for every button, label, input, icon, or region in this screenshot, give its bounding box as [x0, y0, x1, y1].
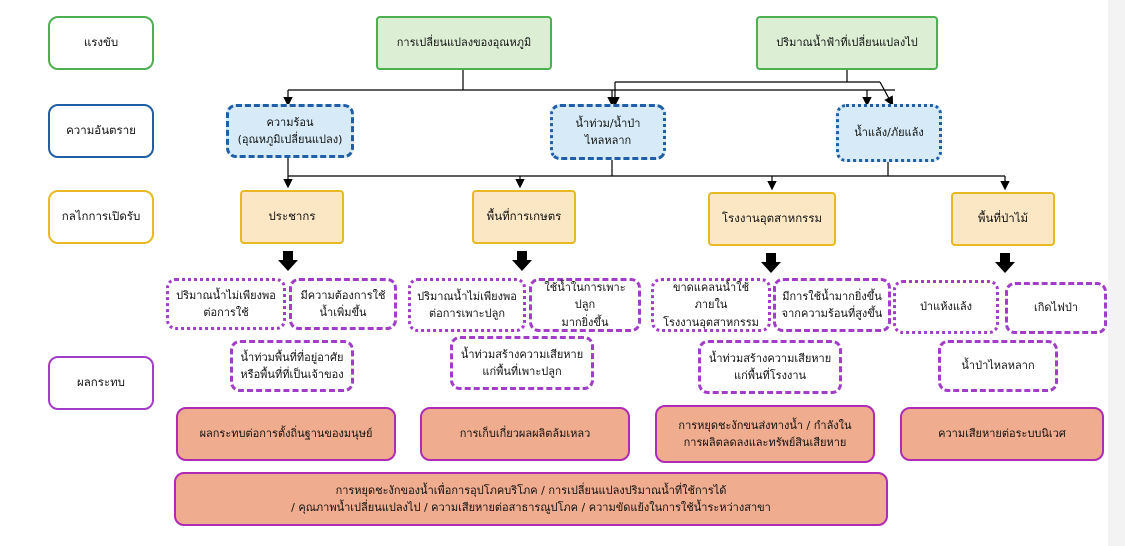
impact-ecosystem: ความเสียหายต่อระบบนิเวศ: [900, 407, 1104, 461]
driver-rainfall: ปริมาณน้ำฟ้าที่เปลี่ยนแปลงไป: [756, 16, 938, 70]
effect-forest-drought: ป่าแห้งแล้ง: [893, 280, 999, 334]
effect-agr-shortage: ปริมาณน้ำไม่เพียงพอต่อการเพาะปลูก: [408, 278, 526, 332]
effect-forest-flashflood: น้ำป่าไหลหลาก: [938, 340, 1058, 392]
row-label-exposure: กลไกการเปิดรับ: [48, 190, 154, 244]
impact-harvest: การเก็บเกี่ยวผลผลิตล้มเหลว: [420, 407, 630, 461]
row-label-impact: ผลกระทบ: [48, 356, 154, 410]
effect-forest-fire: เกิดไฟป่า: [1005, 282, 1107, 334]
impact-water-banner: การหยุดชะงักของน้ำเพื่อการอุปโภคบริโภค /…: [174, 472, 888, 526]
effect-pop-flood: น้ำท่วมพื้นที่ที่อยู่อาศัยหรือพื้นที่ที่…: [230, 340, 354, 392]
row-label-driver: แรงขับ: [48, 16, 154, 70]
exposure-industry: โรงงานอุตสาหกรรม: [708, 192, 836, 246]
driver-temperature: การเปลี่ยนแปลงของอุณหภูมิ: [376, 16, 552, 70]
effect-agr-use: ใช้น้ำในการเพาะปลูกมากยิ่งขึ้น: [529, 278, 641, 332]
effect-ind-flood: น้ำท่วมสร้างความเสียหายแก่พื้นที่โรงงาน: [698, 340, 842, 394]
impact-settlement: ผลกระทบต่อการตั้งถิ่นฐานของมนุษย์: [176, 407, 396, 461]
rain-to-drought-line: [879, 81, 894, 107]
row-label-hazard: ความอันตราย: [48, 104, 154, 158]
effect-agr-flood: น้ำท่วมสร้างความเสียหายแก่พื้นที่เพาะปลู…: [450, 336, 594, 390]
exposure-forest: พื้นที่ป่าไม้: [951, 192, 1055, 246]
right-edge-strip: [1108, 0, 1125, 546]
hazard-heat: ความร้อน (อุณหภูมิเปลี่ยนแปลง): [226, 104, 354, 158]
exposure-agriculture: พื้นที่การเกษตร: [472, 190, 576, 244]
effect-ind-use: มีการใช้น้ำมากยิ่งขึ้นจากความร้อนที่สูงข…: [773, 278, 891, 332]
hazard-drought: น้ำแล้ง/ภัยแล้ง: [836, 104, 942, 162]
exposure-population: ประชากร: [240, 190, 344, 244]
effect-pop-shortage: ปริมาณน้ำไม่เพียงพอต่อการใช้: [166, 278, 286, 330]
hazard-flood: น้ำท่วม/น้ำป่า ไหลหลาก: [550, 104, 666, 160]
impact-industry: การหยุดชะงักขนส่งทางน้ำ / กำลังในการผลิต…: [655, 405, 875, 463]
effect-pop-demand: มีความต้องการใช้น้ำเพิ่มขึ้น: [289, 278, 397, 330]
effect-ind-shortage: ขาดแคลนน้ำใช้ภายในโรงงานอุตสาหกรรม: [651, 278, 771, 332]
